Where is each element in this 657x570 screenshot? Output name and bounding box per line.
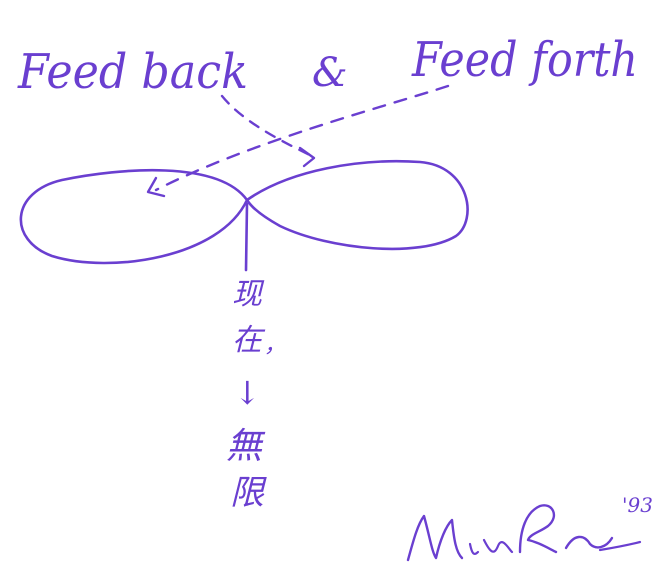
stem-line bbox=[244, 202, 249, 272]
left-lobe bbox=[19, 168, 249, 265]
vertical-char-2: 在 bbox=[232, 323, 266, 358]
feedforth-label: Feed forth bbox=[411, 32, 638, 88]
signature bbox=[406, 504, 642, 562]
vertical-char-5: 無 bbox=[226, 426, 266, 467]
feedback-dashed-arrow bbox=[220, 94, 314, 158]
vertical-char-6: 限 bbox=[230, 473, 267, 513]
vertical-char-3: ， bbox=[264, 333, 286, 358]
signature-year: '93 bbox=[622, 493, 653, 517]
feedback-arrowhead-icon bbox=[298, 146, 316, 168]
vertical-char-1: 现 bbox=[232, 277, 265, 312]
right-lobe bbox=[245, 159, 469, 251]
vertical-char-4: ↓ bbox=[234, 374, 261, 412]
feedback-label: Feed back bbox=[17, 44, 248, 100]
feedforth-arrowhead-icon bbox=[146, 176, 166, 198]
feedforth-dashed-arrow bbox=[154, 84, 450, 192]
connector-label: & bbox=[312, 50, 348, 96]
